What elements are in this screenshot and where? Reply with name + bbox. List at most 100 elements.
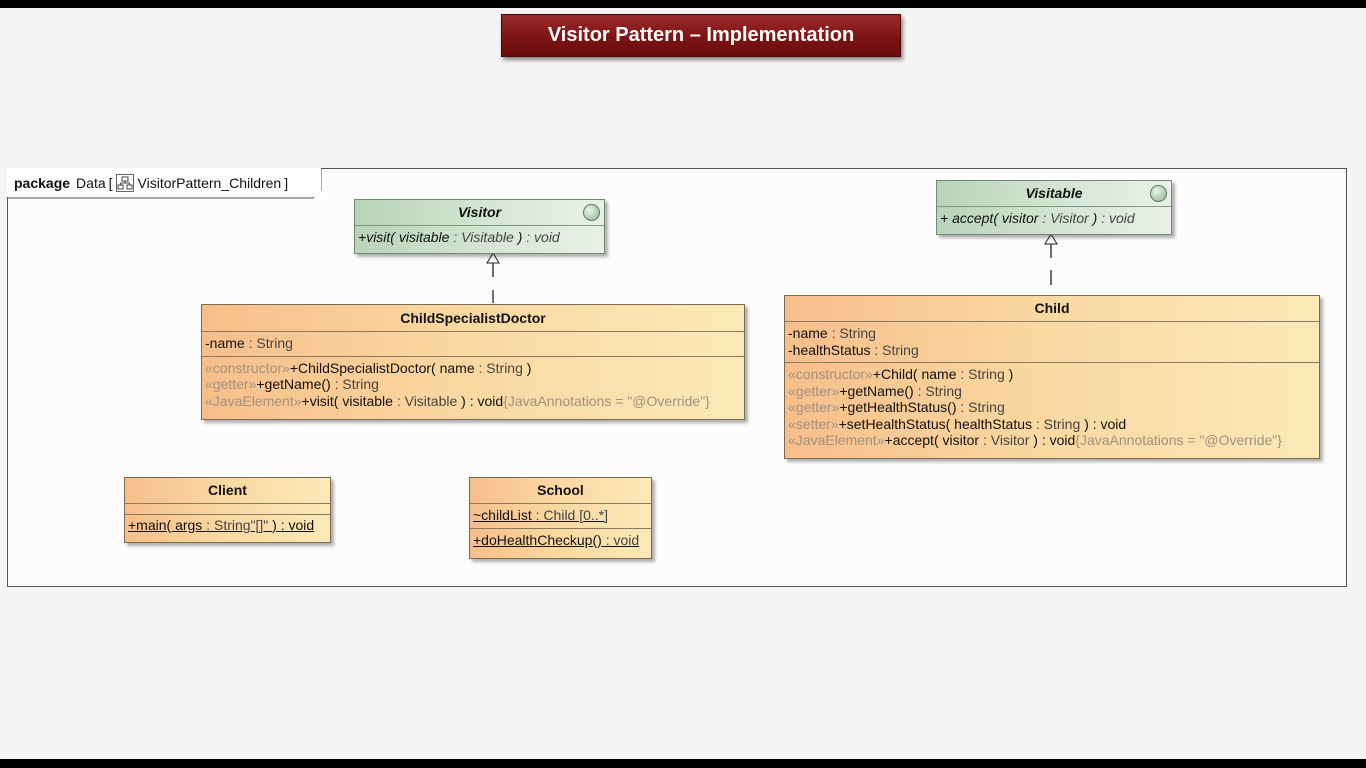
stereotype: «getter» (788, 399, 840, 415)
stereotype: «getter» (788, 382, 840, 399)
child-name-attribute: -name : String (785, 325, 1319, 342)
visitor-interface-name: Visitor (457, 204, 502, 220)
return-type: : String (334, 376, 379, 392)
return-type: : String (960, 399, 1005, 415)
visibility-marker: + (358, 229, 367, 245)
operation-end: ) : void (272, 517, 315, 533)
client-class-name: Client (208, 482, 247, 498)
school-childlist-attribute: ~childList : Child [0..*] (470, 507, 651, 524)
param-type: : Visitable (453, 229, 514, 245)
operation-name: visit( (366, 229, 395, 245)
visitable-accept-operation: + accept( visitor : Visitor ) : void (937, 210, 1171, 227)
operation-signature: +visit( visitable (301, 392, 393, 409)
operation-name: accept( (952, 210, 998, 226)
operation-signature: +ChildSpecialistDoctor( name (289, 359, 475, 376)
package-name: Data (76, 174, 106, 191)
visitable-interface-name: Visitable (1025, 185, 1083, 201)
visibility-marker: + (940, 210, 949, 226)
attribute-name: -name (788, 325, 828, 341)
school-class-name: School (537, 482, 584, 498)
attribute-name: ~childList (473, 507, 532, 523)
attribute-type: : Child [0..*] (535, 507, 609, 523)
visitor-visit-operation: +visit( visitable : Visitable ) : void (355, 229, 604, 246)
param-type: : String"[]" (206, 517, 269, 533)
operation-signature: +main( args (128, 517, 203, 533)
java-annotation: {JavaAnnotations = "@Override"} (503, 392, 710, 409)
return-type: : void (1101, 210, 1135, 226)
doctor-visit-operation: «JavaElement»+visit( visitable : Visitab… (202, 393, 744, 410)
bottom-letterbox-bar (0, 759, 1366, 768)
return-type: : void (605, 531, 640, 548)
visitor-interface[interactable]: Visitor +visit( visitable : Visitable ) … (354, 199, 605, 254)
param-close: ) (517, 229, 523, 245)
doctor-name-attribute: -name : String (202, 335, 744, 352)
operation-signature: +getName() (256, 376, 331, 392)
param-type: : String (478, 359, 523, 376)
operation-end: ) (1008, 366, 1014, 382)
child-operations: «constructor»+Child( name : String ) «ge… (785, 362, 1319, 449)
stereotype: «constructor» (788, 366, 873, 382)
operation-end: ) : void (1084, 415, 1127, 432)
client-operations: +main( args : String"[]" ) : void (125, 514, 330, 534)
class-diagram-icon (115, 173, 134, 192)
doctor-operations: «constructor»+ChildSpecialistDoctor( nam… (202, 355, 744, 410)
package-diagram-name: VisitorPattern_Children (137, 174, 282, 191)
interface-lollipop-icon (583, 204, 600, 221)
return-type: : String (917, 382, 962, 399)
stereotype: «setter» (788, 415, 839, 432)
operation-signature: +getName() (839, 382, 914, 399)
operation-signature: +getHealthStatus() (839, 399, 957, 415)
doctor-realizes-visitor-arrow (486, 252, 500, 303)
child-accept-operation: «JavaElement»+accept( visitor : Visitor … (785, 432, 1319, 449)
package-bracket-open: [ (108, 174, 113, 191)
child-getname-operation: «getter»+getName() : String (785, 383, 1319, 400)
attribute-name: -healthStatus (788, 341, 871, 358)
client-class[interactable]: Client +main( args : String"[]" ) : void (124, 477, 331, 543)
param-type: : Visitor (1042, 210, 1089, 226)
operation-end: ) : void (1033, 432, 1076, 448)
client-attributes (125, 503, 330, 514)
visitor-interface-header: Visitor (355, 200, 604, 225)
operation-end: ) : void (461, 392, 504, 409)
school-class[interactable]: School ~childList : Child [0..*] +doHeal… (469, 477, 652, 559)
client-main-operation: +main( args : String"[]" ) : void (125, 517, 330, 534)
operation-signature: +accept( visitor (884, 432, 980, 448)
doctor-getname-operation: «getter»+getName() : String (202, 376, 744, 393)
operation-signature: +doHealthCheckup() (473, 531, 602, 548)
school-dohealthcheckup-operation: +doHealthCheckup() : void (470, 532, 651, 549)
stereotype: «constructor» (205, 359, 290, 376)
child-class-name: Child (1034, 300, 1070, 316)
param-type: : String (960, 366, 1005, 382)
school-operations: +doHealthCheckup() : void (470, 527, 651, 549)
child-specialist-doctor-class[interactable]: ChildSpecialistDoctor -name : String «co… (201, 304, 745, 420)
doctor-class-name: ChildSpecialistDoctor (400, 310, 546, 326)
attribute-type: : String (831, 325, 876, 341)
param-type: : Visitable (396, 392, 458, 409)
param-close: ) (1092, 210, 1098, 226)
slide-title: Visitor Pattern – Implementation (501, 14, 901, 57)
operation-end: ) (526, 359, 532, 376)
package-bracket-close: ] (284, 174, 289, 191)
attribute-type: : String (874, 341, 919, 358)
attribute-type: : String (248, 335, 293, 351)
child-class[interactable]: Child -name : String -healthStatus : Str… (784, 295, 1320, 459)
school-attributes: ~childList : Child [0..*] (470, 503, 651, 528)
top-letterbox-bar (0, 0, 1366, 8)
child-attributes: -name : String -healthStatus : String (785, 321, 1319, 362)
doctor-constructor-operation: «constructor»+ChildSpecialistDoctor( nam… (202, 360, 744, 377)
visitable-interface[interactable]: Visitable + accept( visitor : Visitor ) … (936, 180, 1172, 235)
param-type: : String (1035, 415, 1081, 432)
interface-lollipop-icon (1150, 185, 1167, 202)
stereotype: «getter» (205, 376, 257, 392)
doctor-attributes: -name : String (202, 331, 744, 356)
java-annotation: {JavaAnnotations = "@Override"} (1075, 432, 1282, 448)
child-gethealthstatus-operation: «getter»+getHealthStatus() : String (785, 399, 1319, 416)
operation-signature: +setHealthStatus( healthStatus (838, 415, 1032, 432)
child-healthstatus-attribute: -healthStatus : String (785, 342, 1319, 359)
attribute-name: -name (205, 335, 245, 351)
param-name: visitor (1001, 210, 1039, 226)
return-type: : void (526, 229, 560, 245)
package-keyword: package (14, 174, 71, 191)
visitor-operations: +visit( visitable : Visitable ) : void (355, 225, 604, 246)
